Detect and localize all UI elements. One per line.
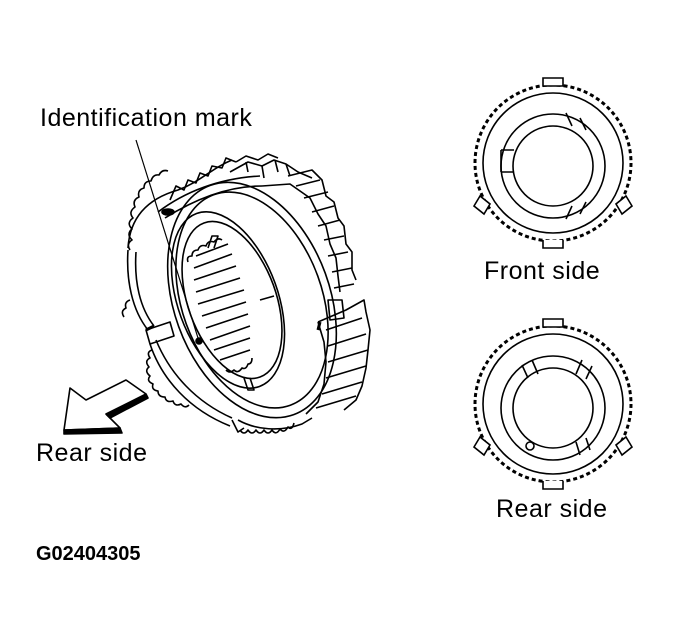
rear-side-arrow-icon <box>63 379 149 435</box>
identification-mark-label: Identification mark <box>40 104 253 132</box>
front-side-view-label: Front side <box>484 257 601 285</box>
rear-side-view-label: Rear side <box>496 495 608 523</box>
front-side-view-ring <box>472 77 634 249</box>
rear-side-arrow-label: Rear side <box>36 439 148 467</box>
rear-side-view-ring <box>472 318 634 490</box>
figure-code: G02404305 <box>36 543 141 565</box>
isometric-gear-assembly <box>121 139 371 434</box>
